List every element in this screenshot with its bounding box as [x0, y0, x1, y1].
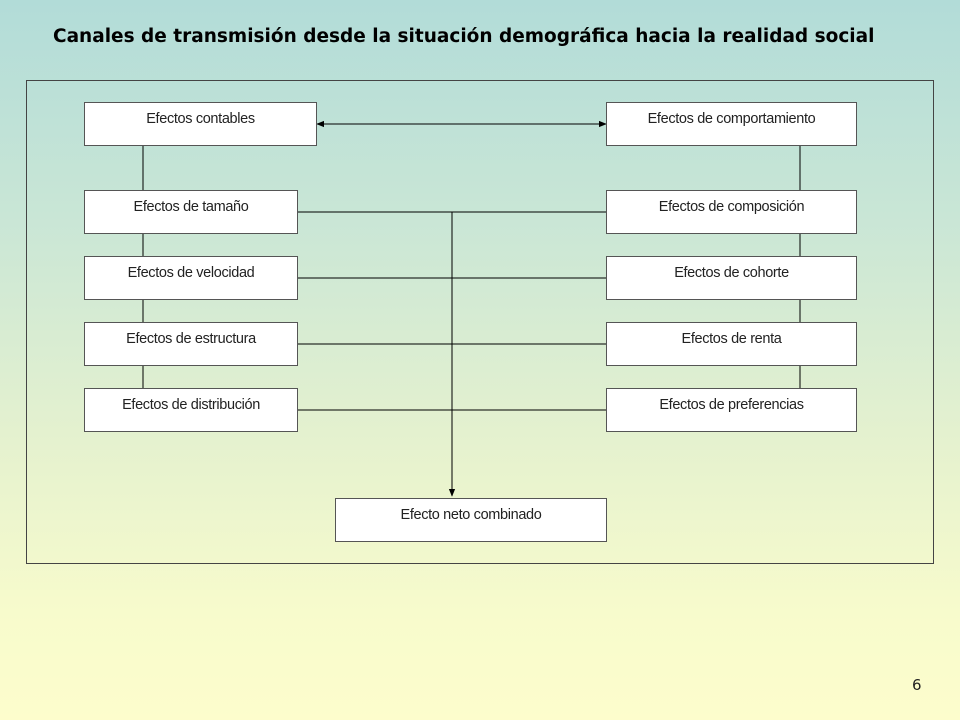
box-efectos-de-renta: Efectos de renta — [606, 322, 857, 366]
box-efectos-de-tamano: Efectos de tamaño — [84, 190, 298, 234]
box-efectos-de-velocidad: Efectos de velocidad — [84, 256, 298, 300]
box-efectos-de-cohorte: Efectos de cohorte — [606, 256, 857, 300]
diagram-frame — [26, 80, 934, 564]
box-efectos-de-composicion: Efectos de composición — [606, 190, 857, 234]
box-efectos-de-preferencias: Efectos de preferencias — [606, 388, 857, 432]
box-efectos-de-comportamiento: Efectos de comportamiento — [606, 102, 857, 146]
box-efecto-neto-combinado: Efecto neto combinado — [335, 498, 607, 542]
box-efectos-contables: Efectos contables — [84, 102, 317, 146]
page-number: 6 — [912, 676, 922, 694]
slide-title: Canales de transmisión desde la situació… — [53, 26, 875, 47]
box-efectos-de-estructura: Efectos de estructura — [84, 322, 298, 366]
box-efectos-de-distribucion: Efectos de distribución — [84, 388, 298, 432]
